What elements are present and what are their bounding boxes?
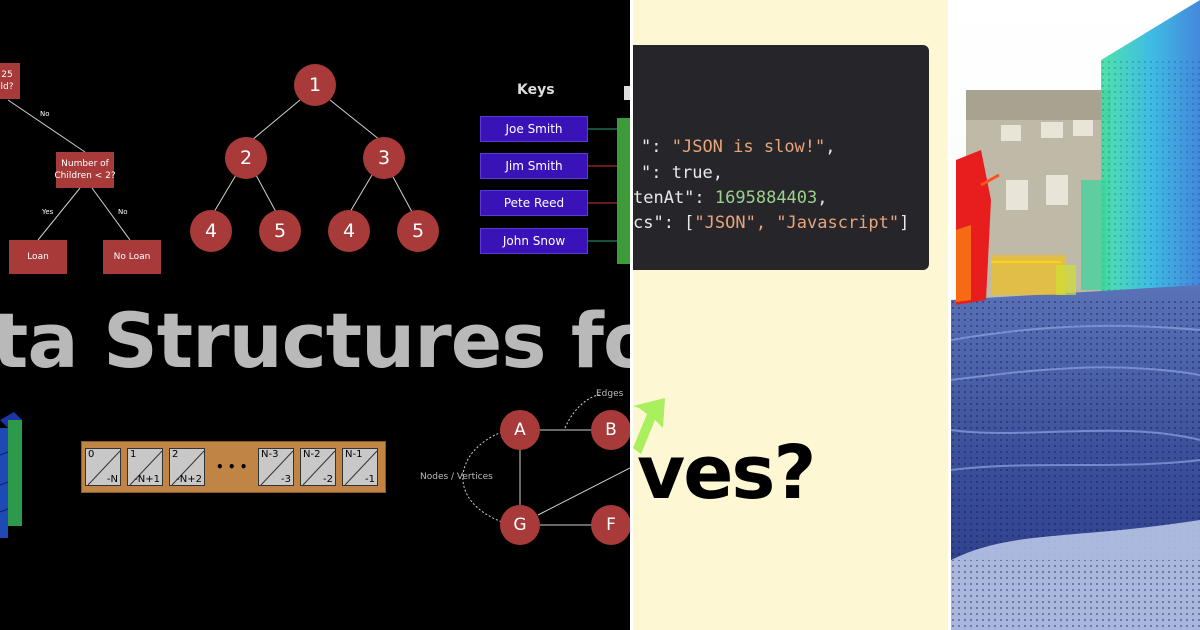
array-cell: N-2-2	[300, 448, 336, 486]
decision-leaf-no-loan: No Loan	[103, 240, 161, 274]
decision-no-label-1: No	[40, 110, 50, 118]
tagline: ves?	[637, 430, 816, 516]
code-line: tenAt": 1695884403,	[633, 188, 828, 208]
hash-key: John Snow	[480, 228, 588, 254]
data-structures-panel: 25 ld? No Number of Children < 2? Yes No…	[0, 0, 630, 630]
array-cell: 2-N+2	[169, 448, 205, 486]
decision-question-2: Number of Children < 2?	[54, 152, 116, 188]
array-cell: N-3-3	[258, 448, 294, 486]
graph-node-b: B	[591, 410, 630, 450]
connector-lines	[0, 99, 630, 538]
point-cloud-image	[951, 0, 1200, 630]
hash-key: Jim Smith	[480, 153, 588, 179]
tree-node-leaf-3: 4	[328, 210, 370, 252]
tree-node-right: 3	[363, 137, 405, 179]
code-block: ": "JSON is slow!", ": true, tenAt": 169…	[633, 45, 929, 270]
tree-node-left: 2	[225, 137, 267, 179]
hash-buckets	[617, 118, 630, 264]
json-panel: ": "JSON is slow!", ": true, tenAt": 169…	[633, 0, 948, 630]
tree-node-leaf-2: 5	[259, 210, 301, 252]
headline: ta Structures for	[0, 296, 630, 385]
graph-node-a: A	[500, 410, 540, 450]
tree-node-leaf-4: 5	[397, 210, 439, 252]
code-line: ": true,	[641, 163, 723, 183]
buckets-title-fragment	[624, 86, 630, 100]
decision-leaf-loan: Loan	[9, 240, 67, 274]
decision-no-label-2: No	[118, 208, 128, 216]
tree-node-root: 1	[294, 64, 336, 106]
decision-question-1: 25 ld?	[0, 63, 20, 99]
vertices-label: Nodes / Vertices	[420, 472, 493, 482]
code-line: cs": ["JSON", "Javascript"]	[633, 213, 910, 233]
graph-node-g: G	[500, 505, 540, 545]
arrow-icon	[633, 398, 665, 454]
tree-node-leaf-1: 4	[190, 210, 232, 252]
array-cell: 0-N	[85, 448, 121, 486]
graph-node-f: F	[591, 505, 630, 545]
array-cell: N-1-1	[342, 448, 378, 486]
decision-yes-label: Yes	[42, 208, 54, 216]
hash-key: Joe Smith	[480, 116, 588, 142]
array-cell: 1-N+1	[127, 448, 163, 486]
point-cloud-panel	[951, 0, 1200, 630]
array-ellipsis: • • •	[216, 460, 248, 474]
hash-key: Pete Reed	[480, 190, 588, 216]
edges-label: Edges	[596, 389, 624, 399]
code-line: ": "JSON is slow!",	[641, 137, 836, 157]
keys-title: Keys	[517, 82, 555, 98]
